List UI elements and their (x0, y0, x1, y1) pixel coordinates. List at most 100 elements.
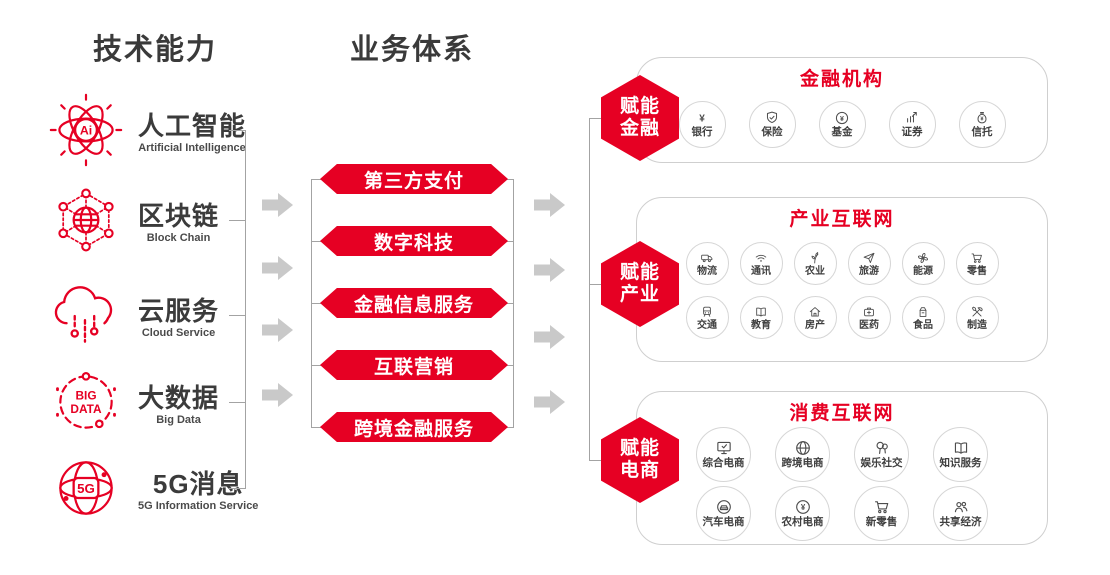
industry-item: ¥基金 (818, 101, 866, 148)
industry-item: 娱乐社交 (854, 427, 909, 482)
coin-yen-icon: ¥ (795, 500, 810, 515)
industry-item: 保险 (748, 101, 796, 148)
panel-title: 金融机构 (799, 69, 884, 90)
panel-title: 产业互联网 (789, 209, 895, 230)
tech-label: 5G消息 (152, 469, 244, 499)
svg-text:DATA: DATA (70, 402, 102, 416)
industry-item: 新零售 (854, 486, 909, 541)
industry-item: 教育 (739, 296, 783, 339)
industry-item-label: 教育 (751, 319, 771, 331)
connector-line (245, 130, 246, 489)
tech-icon-wrap: Ai (44, 85, 128, 175)
industry-item: 交通 (685, 296, 729, 339)
industry-item: 农业 (793, 242, 837, 285)
hexagon-line2: 电商 (619, 460, 660, 481)
right-arrow-icon (534, 324, 566, 350)
empower-panel: 金融机构 ¥银行保险 ¥基金证券 ¥信托 (636, 57, 1048, 163)
book-icon (954, 442, 967, 454)
industry-item-label: 能源 (913, 265, 933, 277)
hexagon-line1: 赋能 (619, 437, 660, 459)
tech-sublabel: 5G Information Service (138, 500, 259, 512)
industry-item-label: 通讯 (751, 265, 771, 277)
tech-label: 区块链 (138, 201, 220, 231)
industry-item: ¥信托 (958, 101, 1006, 148)
tech-sublabel: Big Data (156, 414, 201, 426)
business-line-banner: 数字科技 (320, 226, 508, 256)
business-line-banner: 金融信息服务 (320, 288, 508, 318)
panel-body: ¥银行保险 ¥基金证券 ¥信托 (637, 101, 1047, 148)
industry-item-label: 旅游 (859, 265, 879, 277)
house-icon (809, 306, 821, 317)
industry-item-label: 零售 (967, 265, 987, 277)
industry-item-label: 汽车电商 (702, 516, 745, 529)
empower-panel: 产业互联网物流通讯农业旅游能源零售交通教育房产医药食品制造 (636, 197, 1048, 362)
connector-line (589, 118, 590, 461)
right-arrow-icon (262, 382, 294, 408)
industry-item: 通讯 (739, 242, 783, 285)
fan-icon (918, 252, 928, 263)
industry-item-label: 房产 (805, 319, 825, 331)
paper-plane-icon (863, 252, 875, 263)
industry-item-label: 医药 (859, 319, 879, 331)
svg-text:¥: ¥ (800, 503, 805, 512)
connector-line (229, 402, 246, 403)
industry-item: ¥银行 (678, 101, 726, 148)
business-line-banner: 跨境金融服务 (320, 412, 508, 442)
cart-icon (874, 501, 888, 514)
right-arrow-icon (262, 192, 294, 218)
cloud-service-icon (54, 286, 113, 343)
tech-icon-wrap: 5G (44, 443, 128, 533)
industry-item: 综合电商 (696, 427, 751, 482)
tech-sublabel: Block Chain (146, 232, 211, 244)
right-arrow-icon (534, 192, 566, 218)
connector-line (229, 315, 246, 316)
industry-item-label: 农业 (805, 265, 825, 277)
tech-label: 云服务 (138, 296, 220, 326)
industry-item-label: 保险 (761, 126, 783, 139)
monitor-check-icon (716, 442, 731, 455)
connector-line (503, 365, 514, 366)
connector-line (311, 241, 322, 242)
connector-line (311, 427, 322, 428)
blockchain-network-icon (58, 188, 114, 252)
industry-item-label: 跨境电商 (781, 457, 824, 470)
industry-item-label: 娱乐社交 (860, 457, 903, 470)
industry-item: 共享经济 (933, 486, 988, 541)
industry-item-label: 食品 (913, 319, 933, 331)
industry-item: 汽车电商 (696, 486, 751, 541)
industry-item: 制造 (955, 296, 999, 339)
svg-text:¥: ¥ (980, 117, 984, 123)
industry-item: 食品 (901, 296, 945, 339)
connector-line (229, 488, 246, 489)
business-line-banner: 互联营销 (320, 350, 508, 380)
industry-item: 旅游 (847, 242, 891, 285)
tech-sublabel: Cloud Service (141, 327, 216, 339)
right-arrow-icon (534, 257, 566, 283)
connector-line (229, 130, 246, 131)
food-carton-icon (919, 306, 927, 317)
industry-item-label: 证券 (901, 126, 923, 139)
train-icon (703, 306, 711, 317)
svg-text:¥: ¥ (840, 116, 844, 123)
industry-item: ¥ 农村电商 (775, 486, 830, 541)
cart-icon (971, 252, 982, 263)
panel-body: 物流通讯农业旅游能源零售交通教育房产医药食品制造 (637, 242, 1047, 339)
hexagon-line1: 赋能 (619, 261, 660, 283)
connector-line (589, 284, 603, 285)
yen-icon: ¥ (699, 114, 705, 125)
business-line-banner: 第三方支付 (320, 164, 508, 194)
coin-yen-icon: ¥ (835, 112, 849, 125)
shield-check-icon (766, 111, 778, 124)
industry-item-label: 制造 (967, 319, 987, 331)
industry-item-label: 交通 (697, 319, 717, 331)
industry-item-label: 农村电商 (781, 516, 824, 529)
money-bag-icon: ¥ (977, 112, 987, 124)
industry-item-label: 新零售 (865, 516, 898, 529)
